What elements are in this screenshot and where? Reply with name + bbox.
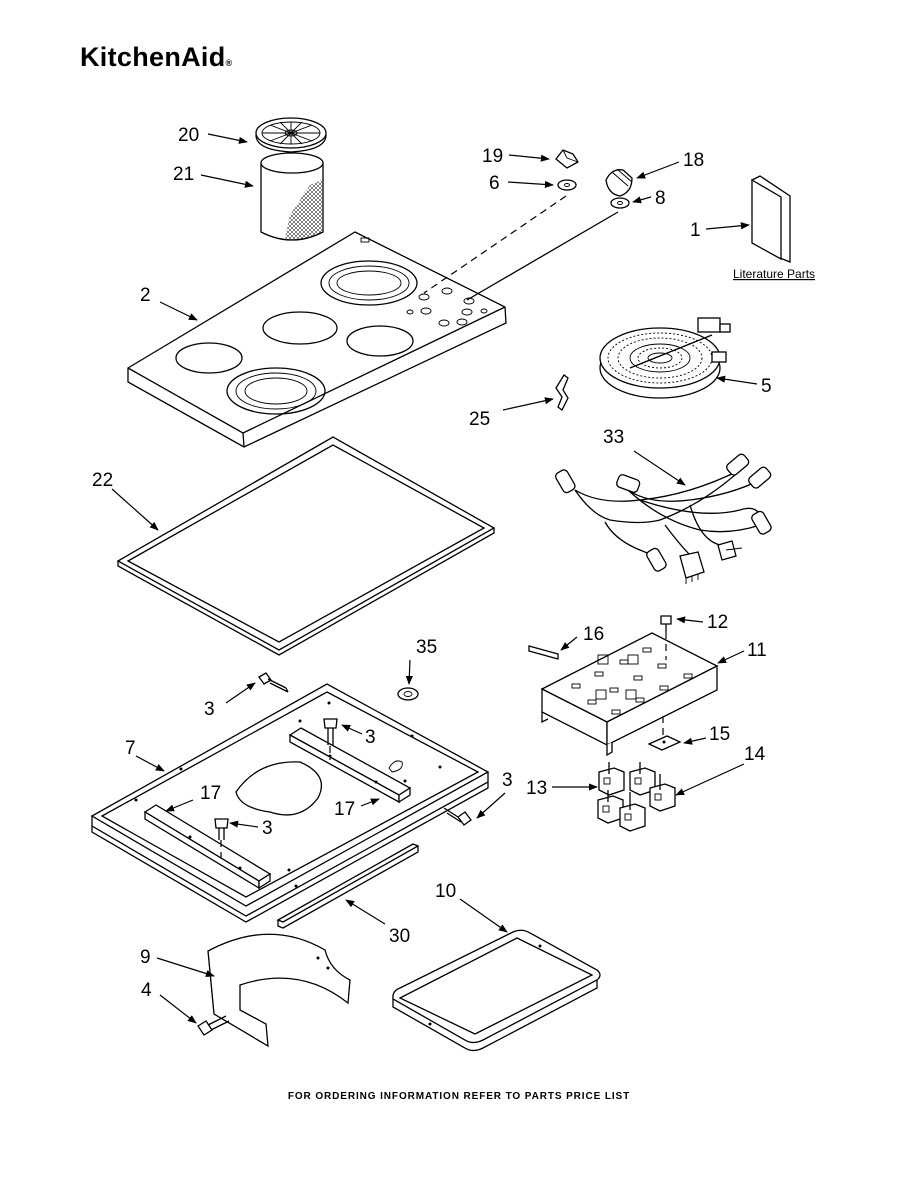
part-17-support-bracket-right — [288, 727, 412, 804]
arrow-icon — [135, 755, 165, 772]
arrow-icon — [111, 488, 159, 531]
callout-9: 9 — [140, 947, 151, 968]
arrow-icon — [360, 798, 380, 807]
screw-icon — [197, 1015, 230, 1036]
part-15-mounting-plate — [647, 716, 682, 751]
callout-33: 33 — [603, 427, 624, 448]
part-33-wire-harness — [554, 453, 772, 584]
part-11-switch-bracket — [540, 632, 719, 757]
arrow-icon — [341, 724, 363, 735]
arrow-icon — [632, 196, 652, 204]
callout-19: 19 — [482, 146, 503, 167]
registered-mark: ® — [225, 58, 233, 68]
part-20-vent-cap — [255, 117, 327, 153]
callout-3d: 3 — [262, 818, 273, 839]
arrow-icon — [508, 154, 550, 162]
part-16-insulation-strip — [528, 645, 559, 660]
callout-4: 4 — [141, 980, 152, 1001]
arrow-icon — [165, 799, 194, 812]
assembly-line-knob-6 — [423, 195, 567, 294]
part-12-screw — [660, 615, 672, 660]
assembly-line-knob-8 — [466, 211, 619, 301]
arrow-icon — [345, 899, 386, 925]
callout-14: 14 — [744, 744, 766, 765]
callout-12: 12 — [707, 612, 728, 633]
part-35-grommet — [397, 687, 419, 701]
screw-icon — [323, 718, 338, 760]
arrow-icon — [229, 820, 259, 828]
callout-17a: 17 — [200, 783, 221, 804]
screw-icon — [443, 807, 472, 826]
arrow-icon — [476, 792, 506, 819]
part-6-knob-washer — [557, 179, 577, 191]
callout-18: 18 — [683, 150, 704, 171]
callout-35: 35 — [416, 637, 437, 658]
callout-13: 13 — [526, 778, 547, 799]
part-25-clip — [555, 374, 569, 411]
part-30-trim-strip — [276, 843, 420, 929]
callout-22: 22 — [92, 470, 113, 491]
part-18-control-knob — [605, 169, 633, 197]
screw-icon — [214, 818, 229, 860]
arrow-icon — [507, 180, 554, 189]
arrow-icon — [159, 994, 197, 1024]
callout-5: 5 — [761, 376, 772, 397]
callout-6: 6 — [489, 173, 500, 194]
callout-8: 8 — [655, 188, 666, 209]
callout-7: 7 — [125, 738, 136, 759]
callout-20: 20 — [178, 125, 199, 146]
arrow-icon — [159, 301, 198, 321]
arrow-icon — [560, 636, 578, 651]
arrow-icon — [633, 450, 686, 486]
callout-21: 21 — [173, 164, 194, 185]
callout-labels: 20 21 19 6 18 8 1 Literature Parts 2 5 2… — [92, 125, 815, 1001]
callout-arrows — [111, 133, 758, 1024]
part-9-heat-shield — [207, 933, 351, 1048]
callout-3a: 3 — [204, 699, 215, 720]
callout-11: 11 — [747, 640, 767, 661]
arrow-icon — [717, 650, 745, 664]
callout-17b: 17 — [334, 799, 355, 820]
callout-1: 1 — [690, 220, 701, 241]
part-7-burner-box — [90, 683, 490, 923]
part-8-knob-washer — [610, 197, 630, 209]
part-5-radiant-element — [599, 317, 731, 399]
arrow-icon — [225, 682, 256, 704]
arrow-icon — [636, 161, 680, 179]
arrow-icon — [207, 133, 248, 144]
arrow-icon — [405, 659, 413, 685]
part-13-14-infinite-switches — [597, 762, 676, 832]
part-21-filter-canister — [260, 152, 324, 241]
callout-25: 25 — [469, 409, 490, 430]
ordering-footer: FOR ORDERING INFORMATION REFER TO PARTS … — [287, 1091, 631, 1102]
arrow-icon — [502, 397, 554, 411]
arrow-icon — [705, 222, 750, 230]
arrow-icon — [683, 737, 707, 745]
part-10-drip-tray — [392, 929, 601, 1052]
brand-logo: KitchenAid® — [80, 42, 232, 73]
part-19-knob — [555, 149, 579, 169]
part-2-glass-cooktop — [127, 231, 507, 448]
callout-10: 10 — [435, 881, 456, 902]
arrow-icon — [200, 174, 254, 188]
callout-16: 16 — [583, 624, 604, 645]
callout-3b: 3 — [365, 727, 376, 748]
arrow-icon — [716, 375, 758, 385]
brand-name: KitchenAid — [80, 42, 226, 72]
callout-15: 15 — [709, 724, 730, 745]
part-1-literature-booklet — [751, 175, 791, 263]
literature-parts-label: Literature Parts — [733, 267, 815, 281]
arrow-icon — [156, 957, 215, 977]
screw-icon — [258, 672, 289, 693]
callout-3c: 3 — [502, 770, 513, 791]
callout-30: 30 — [389, 926, 410, 947]
part-22-cooktop-gasket — [116, 436, 496, 656]
arrow-icon — [675, 763, 745, 796]
callout-2: 2 — [140, 285, 151, 306]
arrow-icon — [459, 898, 508, 933]
arrow-icon — [676, 616, 704, 624]
